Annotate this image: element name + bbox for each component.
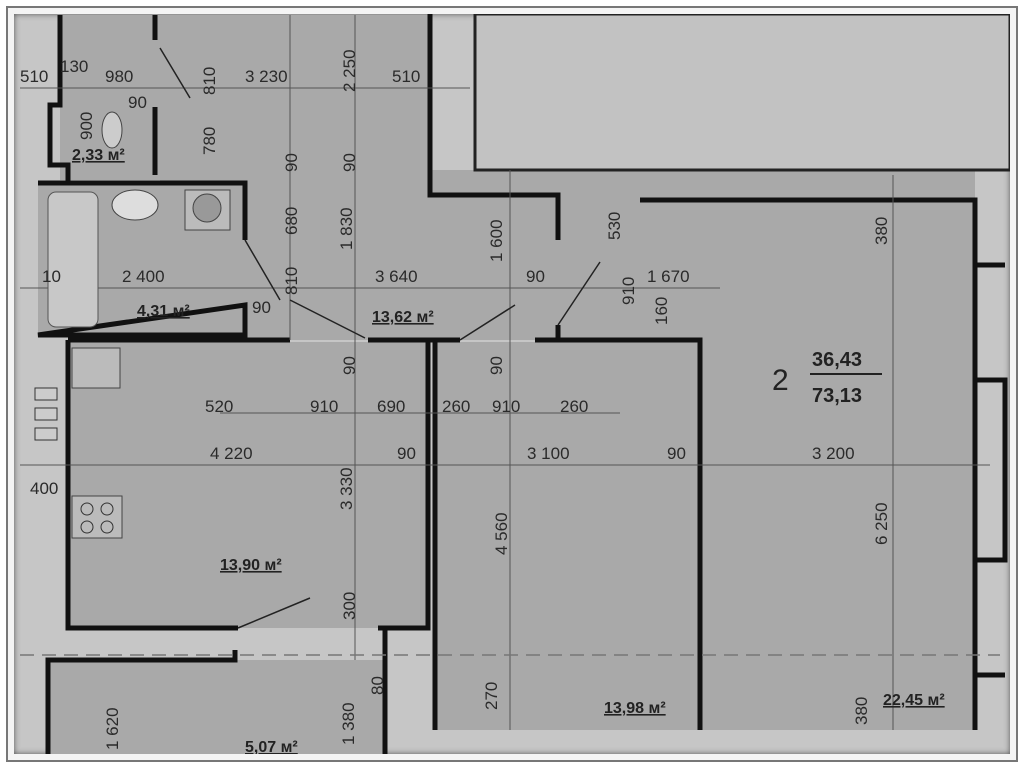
bedroom-room [435, 342, 700, 730]
kitchen-room [68, 342, 428, 628]
dim-label: 910 [310, 397, 338, 416]
dim-label: 520 [205, 397, 233, 416]
dim-label: 3 230 [245, 67, 288, 86]
living-area: 36,43 [812, 349, 862, 371]
dim-label: 90 [128, 93, 147, 112]
dim-label: 1 600 [487, 219, 506, 262]
dim-label: 80 [368, 676, 387, 695]
dim-label: 400 [30, 479, 58, 498]
dim-label: 1 670 [647, 267, 690, 286]
dim-label: 4 560 [492, 512, 511, 555]
dim-label: 690 [377, 397, 405, 416]
dim-label: 130 [60, 57, 88, 76]
dimension-lines [20, 15, 1000, 730]
floor-plan: 510 130 980 90 3 230 510 10 2 400 3 640 … [20, 14, 1010, 756]
dim-label: 90 [487, 356, 506, 375]
dim-label: 1 620 [103, 707, 122, 750]
dim-label: 10 [42, 267, 61, 286]
dim-label: 810 [282, 267, 301, 295]
toilet-icon [101, 111, 123, 149]
dim-label: 1 830 [337, 207, 356, 250]
dim-label: 260 [560, 397, 588, 416]
fixtures [34, 47, 601, 629]
apartment-summary: 2 36,43 73,13 [772, 349, 882, 407]
dim-label: 530 [605, 212, 624, 240]
walls [37, 14, 1008, 754]
hall-area: 13,62 м² [372, 309, 434, 326]
toilet-area: 2,33 м² [72, 147, 125, 164]
bedroom-area: 13,98 м² [604, 700, 666, 717]
bathtub-icon [47, 191, 99, 328]
vent-icon [34, 387, 58, 441]
dim-label: 160 [652, 297, 671, 325]
floor-plan-frame: 510 130 980 90 3 230 510 10 2 400 3 640 … [8, 8, 1016, 760]
vertical-dimensions: 810 2 250 900 780 90 90 680 1 830 810 1 … [77, 49, 891, 750]
bottom-room-area: 5,07 м² [245, 739, 298, 756]
dim-label: 270 [482, 682, 501, 710]
dim-label: 300 [340, 592, 359, 620]
dim-label: 910 [619, 277, 638, 305]
dim-label: 3 640 [375, 267, 418, 286]
dim-label: 3 330 [337, 467, 356, 510]
room-areas: 2,33 м² 4,31 м² 13,62 м² 13,90 м² 13,98 … [72, 147, 945, 756]
dim-label: 510 [20, 67, 48, 86]
dim-label: 910 [492, 397, 520, 416]
dim-label: 380 [872, 217, 891, 245]
dim-label: 810 [200, 67, 219, 95]
dim-label: 980 [105, 67, 133, 86]
dim-label: 90 [340, 153, 359, 172]
dim-label: 90 [526, 267, 545, 286]
dim-label: 1 380 [339, 702, 358, 745]
dim-label: 680 [282, 207, 301, 235]
dim-label: 2 250 [340, 49, 359, 92]
dim-label: 3 100 [527, 444, 570, 463]
neighbor-block [473, 14, 1010, 172]
dim-label: 900 [77, 112, 96, 140]
dim-label: 6 250 [872, 502, 891, 545]
dim-label: 90 [340, 356, 359, 375]
dim-label: 510 [392, 67, 420, 86]
total-area: 73,13 [812, 385, 862, 407]
dim-label: 260 [442, 397, 470, 416]
dim-label: 90 [667, 444, 686, 463]
dim-label: 2 400 [122, 267, 165, 286]
horizontal-dimensions: 510 130 980 90 3 230 510 10 2 400 3 640 … [20, 57, 855, 498]
kitchen-area: 13,90 м² [220, 557, 282, 574]
living-room-area: 22,45 м² [883, 692, 945, 709]
kitchen-sink-icon [71, 347, 121, 389]
bathroom-area: 4,31 м² [137, 303, 190, 320]
stove-icon [71, 495, 123, 539]
door-swings [159, 47, 601, 629]
dim-label: 3 200 [812, 444, 855, 463]
dim-label: 90 [252, 298, 271, 317]
dim-label: 780 [200, 127, 219, 155]
rooms-count: 2 [772, 364, 789, 397]
toilet-room [60, 15, 160, 180]
dim-label: 380 [852, 697, 871, 725]
dim-label: 4 220 [210, 444, 253, 463]
dim-label: 90 [397, 444, 416, 463]
dim-label: 90 [282, 153, 301, 172]
bottom-room [48, 660, 383, 754]
sink-icon [111, 189, 159, 221]
